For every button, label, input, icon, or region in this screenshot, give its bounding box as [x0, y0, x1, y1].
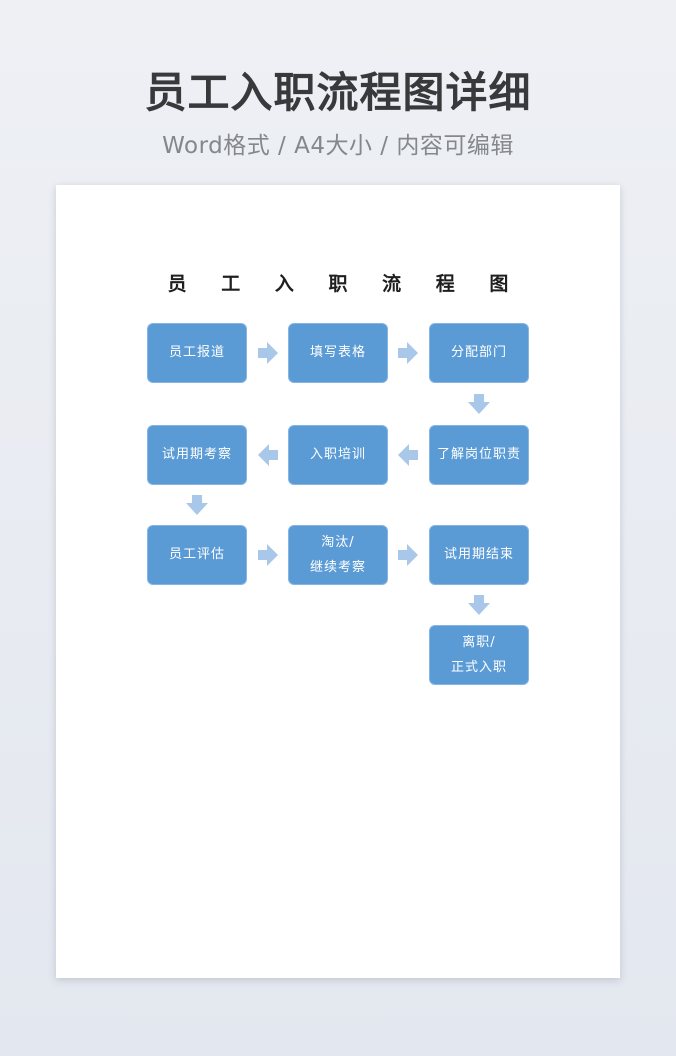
arrow-down-icon	[468, 394, 490, 414]
flow-node-report: 员工报道	[147, 323, 247, 383]
header: 员工入职流程图详细 Word格式 / A4大小 / 内容可编辑	[0, 68, 676, 160]
arrow-down-icon	[468, 595, 490, 615]
flow-node-probation-review: 试用期考察	[147, 425, 247, 485]
arrow-right-icon	[258, 342, 278, 364]
flow-node-assign-department: 分配部门	[429, 323, 529, 383]
page-title: 员工入职流程图详细	[144, 68, 532, 117]
flow-node-learn-job-duties: 了解岗位职责	[429, 425, 529, 485]
arrow-left-icon	[398, 444, 418, 466]
arrow-down-icon	[186, 495, 208, 515]
flow-node-leave-or-official: 离职/ 正式入职	[429, 625, 529, 685]
flowchart-title: 员 工 入 职 流 程 图	[167, 273, 523, 295]
flow-node-fill-form: 填写表格	[288, 323, 388, 383]
flow-node-eliminate-or-continue: 淘汰/ 继续考察	[288, 525, 388, 585]
a4-document-preview: 员 工 入 职 流 程 图 员工报道 填写表格 分配部门 试用期考察 入职培训 …	[56, 185, 620, 978]
page-subtitle: Word格式 / A4大小 / 内容可编辑	[162, 133, 514, 160]
flow-node-probation-end: 试用期结束	[429, 525, 529, 585]
arrow-right-icon	[398, 544, 418, 566]
arrow-right-icon	[398, 342, 418, 364]
flow-node-onboarding-training: 入职培训	[288, 425, 388, 485]
arrow-left-icon	[258, 444, 278, 466]
arrow-right-icon	[258, 544, 278, 566]
flow-node-employee-evaluation: 员工评估	[147, 525, 247, 585]
